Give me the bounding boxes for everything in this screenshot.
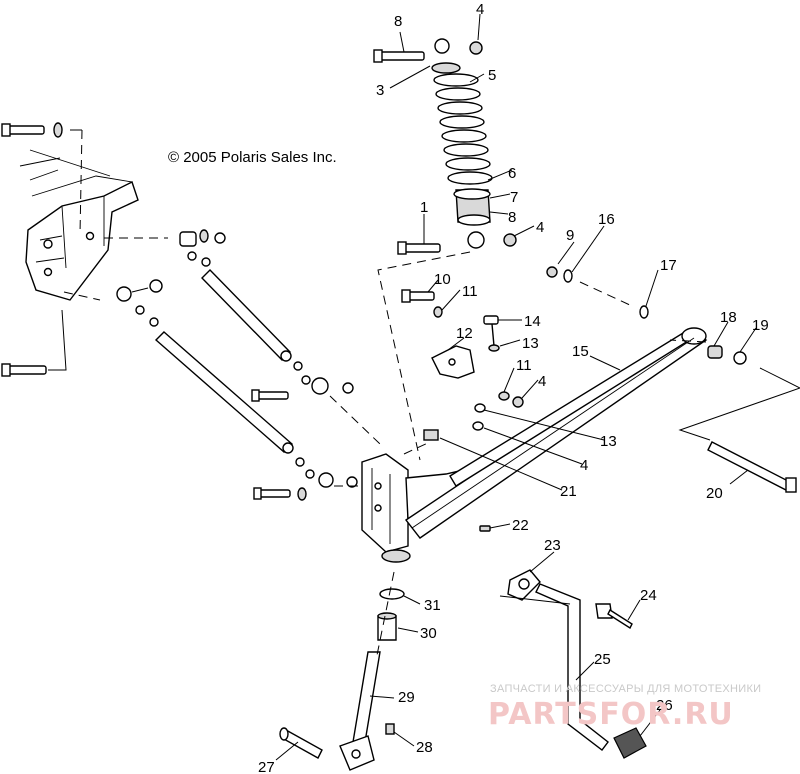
callout-27: 27	[258, 759, 275, 774]
callout-25: 25	[594, 651, 611, 668]
frame-bracket	[19, 129, 168, 301]
a-arm	[404, 327, 708, 539]
callout-11-bottom: 11	[516, 357, 532, 374]
lower-tie-rod	[116, 279, 376, 488]
watermark: ЗАПЧАСТИ И АКСЕССУАРЫ ДЛЯ МОТОТЕХНИКИ PA…	[488, 683, 761, 732]
callout-20: 20	[706, 485, 723, 502]
copyright-text: © 2005 Polaris Sales Inc.	[168, 149, 337, 166]
callout-13-bottom: 13	[600, 433, 617, 450]
callout-28: 28	[416, 739, 433, 756]
steering-post	[279, 571, 405, 771]
callout-21: 21	[560, 483, 577, 500]
callout-16: 16	[598, 211, 615, 228]
callout-4-top: 4	[476, 1, 484, 18]
callout-29: 29	[398, 689, 415, 706]
callout-6: 6	[508, 165, 516, 182]
callout-4-bottom: 4	[580, 457, 588, 474]
callout-8: 8	[508, 209, 516, 226]
callout-23: 23	[544, 537, 561, 554]
steering-arm	[499, 569, 647, 759]
callout-4-bracket: 4	[538, 373, 546, 390]
callout-18: 18	[720, 309, 737, 326]
callout-5: 5	[488, 67, 496, 84]
callout-11-top: 11	[462, 283, 478, 300]
callout-7: 7	[510, 189, 518, 206]
callout-13-top: 13	[522, 335, 539, 352]
frame-bolt-top	[1, 122, 82, 138]
callout-9: 9	[566, 227, 574, 244]
callout-12: 12	[456, 325, 473, 342]
callout-22: 22	[512, 517, 529, 534]
watermark-brand: PARTSFOR.RU	[488, 697, 734, 732]
callout-1: 1	[420, 199, 428, 216]
callout-14: 14	[524, 313, 541, 330]
callout-3: 8	[394, 13, 402, 30]
callout-30: 30	[420, 625, 437, 642]
upper-tie-rod	[179, 229, 381, 445]
callout-4-shock: 4	[536, 219, 544, 236]
callout-19: 19	[752, 317, 769, 334]
callout-10: 10	[434, 271, 451, 288]
callout-15: 15	[572, 343, 589, 360]
watermark-caption: ЗАПЧАСТИ И АКСЕССУАРЫ ДЛЯ МОТОТЕХНИКИ	[490, 683, 761, 695]
shock-spring	[433, 73, 493, 185]
callout-24: 24	[640, 587, 657, 604]
callout-labels: 8 4 3 5 6 7 8 1 4 9 16 17 10 11 12 14 13…	[258, 1, 769, 774]
callout-2: 3	[376, 82, 384, 99]
callout-31: 31	[424, 597, 441, 614]
frame-bolt-bottom	[1, 309, 67, 377]
callout-17: 17	[660, 257, 677, 274]
leader-lines	[275, 13, 757, 761]
tie-rod-bolts	[251, 389, 307, 501]
grease-fitting	[479, 525, 491, 532]
spindle-bracket	[401, 289, 524, 455]
shock-absorber	[373, 38, 517, 461]
a-arm-fasteners	[546, 266, 800, 493]
callout-26: 26	[656, 697, 673, 714]
